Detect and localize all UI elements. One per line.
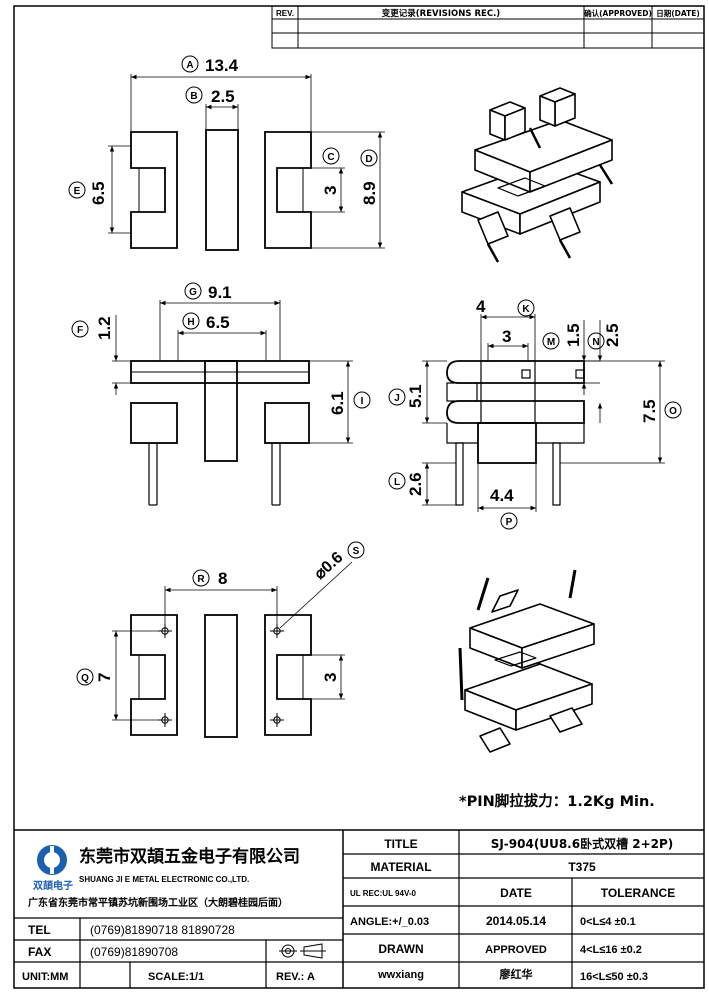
bottom-view: [130, 614, 312, 738]
rev-label: REV.: A: [276, 971, 315, 983]
top-view: [130, 129, 312, 251]
approved-col: 确认(APPROVED): [584, 8, 652, 18]
circle-labels: [68, 55, 682, 686]
dim-bottom-slot: 3: [321, 673, 340, 682]
scale-label: SCALE:1/1: [148, 971, 204, 983]
dim-n: 2.5: [603, 323, 622, 347]
tolerance-label: TOLERANCE: [601, 886, 675, 900]
dim-s: ⌀0.6: [311, 549, 346, 583]
dim-i: 6.1: [328, 391, 347, 415]
label-r: R: [197, 574, 205, 585]
record-col: 变更记录(REVISIONS REC.): [382, 8, 501, 19]
dim-p: 4.4: [490, 486, 514, 505]
drawn-value: wwxiang: [377, 969, 424, 981]
tolerance-row-1: 0<L≤4 ±0.1: [580, 916, 636, 928]
label-n: N: [592, 337, 599, 348]
label-o: O: [669, 406, 677, 417]
approved-value: 廖红华: [500, 967, 533, 981]
label-q: Q: [81, 673, 89, 684]
ul-label: UL REC:UL 94V-0: [350, 889, 416, 898]
label-f: F: [77, 325, 83, 336]
title-label: TITLE: [384, 837, 417, 851]
dim-e: 6.5: [89, 181, 108, 205]
dim-o: 7.5: [640, 399, 659, 423]
label-s: S: [353, 546, 360, 557]
isometric-view-upper: [461, 87, 614, 263]
label-k: K: [522, 304, 530, 315]
label-e: E: [74, 186, 81, 197]
pin-pull-note: *PIN脚拉拔力：1.2Kg Min.: [459, 792, 655, 810]
company-name-cn: 东莞市双頡五金电子有限公司: [79, 846, 300, 867]
dimension-texts: 13.4 2.5 6.5 3 8.9 9.1 6.5 1.2 6.1 4 3 1…: [89, 56, 659, 682]
date-value: 2014.05.14: [486, 914, 546, 928]
dim-j: 5.1: [406, 384, 425, 408]
revision-table: REV. 变更记录(REVISIONS REC.) 确认(APPROVED) 日…: [271, 5, 705, 49]
company-logo: 双頡电子: [33, 845, 73, 892]
title-block: [14, 829, 704, 988]
dim-q: 7: [95, 673, 114, 682]
dim-d: 8.9: [360, 181, 379, 205]
dim-f: 1.2: [95, 316, 114, 340]
drawn-label: DRAWN: [378, 942, 423, 956]
tel-label: TEL: [28, 923, 51, 937]
date-label: DATE: [500, 886, 532, 900]
rev-col: REV.: [276, 9, 294, 18]
company-name-en: SHUANG JI E METAL ELECTRONIC CO.,LTD.: [79, 875, 249, 884]
label-i: I: [361, 396, 364, 407]
label-h: H: [187, 317, 194, 328]
title-value: SJ-904(UU8.6卧式双槽 2+2P): [491, 836, 674, 851]
dim-l: 2.6: [406, 472, 425, 496]
dim-k: 4: [476, 297, 486, 316]
projection-symbol: [279, 943, 326, 959]
label-g: G: [189, 287, 197, 298]
front-view-dims: [112, 300, 353, 444]
dim-g: 9.1: [208, 283, 232, 302]
dim-r: 8: [218, 569, 227, 588]
bottom-view-dims: [112, 561, 353, 721]
side-view-dims: [422, 314, 665, 512]
logo-text: 双頡电子: [33, 879, 73, 892]
dim-h: 6.5: [206, 313, 230, 332]
dim-c: 3: [321, 186, 340, 195]
fax-value: (0769)81890708: [90, 945, 178, 959]
tel-value: (0769)81890718 81890728: [90, 923, 235, 937]
dim-k-inner: 3: [502, 327, 511, 346]
top-view-dims: [108, 74, 385, 249]
approved-label: APPROVED: [485, 944, 547, 956]
unit-label: UNIT:MM: [22, 971, 68, 983]
dim-m: 1.5: [564, 323, 583, 347]
front-view: [130, 360, 310, 506]
label-p: P: [506, 517, 513, 528]
label-b: B: [190, 91, 197, 102]
label-c: C: [327, 152, 334, 163]
material-value: T375: [568, 860, 596, 874]
fax-label: FAX: [28, 945, 51, 959]
dim-a: 13.4: [205, 56, 239, 75]
label-a: A: [186, 60, 193, 71]
circle-label-letters: A B C D E G H F I K M N J O L P R S Q: [74, 60, 677, 684]
tolerance-row-3: 16<L≤50 ±0.3: [580, 971, 648, 983]
tolerance-row-2: 4<L≤16 ±0.2: [580, 944, 642, 956]
company-address: 广东省东莞市常平镇苏坑新围场工业区（大朗碧桂园后面）: [28, 896, 288, 909]
title-block-text: 东莞市双頡五金电子有限公司 SHUANG JI E METAL ELECTRON…: [22, 836, 675, 983]
label-j: J: [394, 393, 400, 404]
material-label: MATERIAL: [370, 860, 431, 874]
isometric-view-lower: [458, 569, 595, 753]
date-col: 日期(DATE): [656, 8, 700, 18]
label-l: L: [394, 477, 400, 488]
bottom-view-pins: [158, 624, 284, 727]
label-m: M: [547, 337, 555, 348]
angle-label: ANGLE:+/_0.03: [350, 916, 429, 928]
side-view: [446, 360, 585, 506]
dim-b: 2.5: [211, 87, 235, 106]
label-d: D: [365, 154, 372, 165]
